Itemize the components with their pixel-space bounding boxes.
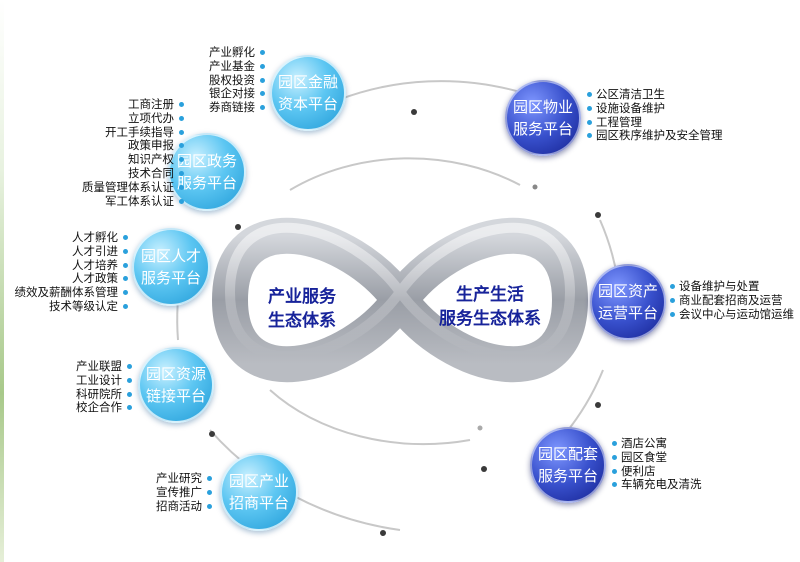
list-item: 设备维护与处置 (670, 279, 798, 294)
right-ecosystem-label-line1: 生产生活 (456, 285, 524, 305)
right-ecosystem-label-line2: 服务生态体系 (439, 309, 541, 329)
list-investment: 产业研究 宣传推广 招商活动 (120, 471, 212, 514)
list-item: 知识产权 (40, 152, 184, 167)
list-item: 园区食堂 (612, 450, 722, 465)
orbit-arc-inner-top (289, 157, 521, 191)
list-item: 会议中心与运动馆运维 (670, 307, 798, 322)
node-investment-title-line2: 招商平台 (228, 494, 289, 512)
infinity-symbol (212, 217, 588, 383)
node-resource-title-line2: 链接平台 (145, 387, 206, 405)
node-asset-platform: 园区资产 运营平台 (590, 264, 666, 340)
list-resource: 产业联盟 工业设计 科研院所 校企合作 (40, 359, 132, 415)
node-asset-title-line1: 园区资产 (597, 282, 658, 300)
list-item: 工商注册 (40, 97, 184, 112)
list-item: 开工手续指导 (40, 125, 184, 140)
node-supporting-title-line1: 园区配套 (537, 445, 598, 463)
node-investment-platform: 园区产业 招商平台 (220, 453, 298, 531)
list-property: 公区清洁卫生 设施设备维护 工程管理 园区秩序维护及安全管理 (587, 87, 737, 143)
list-item: 军工体系认证 (40, 194, 184, 209)
list-item: 人才引进 (2, 244, 128, 259)
list-item: 便利店 (612, 464, 722, 479)
list-item: 股权投资 (180, 73, 265, 88)
list-asset: 设备维护与处置 商业配套招商及运营 会议中心与运动馆运维 (670, 279, 798, 322)
node-investment-title-line1: 园区产业 (228, 472, 289, 490)
list-government: 工商注册 立项代办 开工手续指导 政策申报 知识产权 技术合同 质量管理体系认证… (40, 97, 184, 209)
node-property-title-line2: 服务平台 (512, 120, 573, 138)
list-item: 工程管理 (587, 115, 737, 130)
orbit-arc-inner-bottom (269, 389, 471, 446)
list-item: 公区清洁卫生 (587, 87, 737, 102)
node-supporting-title-line2: 服务平台 (537, 467, 598, 485)
list-item: 工业设计 (40, 373, 132, 388)
list-item: 科研院所 (40, 387, 132, 402)
list-item: 绩效及薪酬体系管理 (2, 285, 128, 300)
node-talent-platform: 园区人才 服务平台 (132, 228, 210, 306)
list-item: 产业孵化 (180, 45, 265, 60)
orbit-dots (209, 109, 601, 536)
left-ecosystem-label-line2: 生态体系 (268, 311, 336, 331)
list-supporting: 酒店公寓 园区食堂 便利店 车辆充电及清洗 (612, 436, 722, 492)
list-item: 产业基金 (180, 59, 265, 74)
list-item: 宣传推广 (120, 485, 212, 500)
list-item: 银企对接 (180, 87, 265, 101)
node-supporting-platform: 园区配套 服务平台 (530, 427, 606, 503)
node-finance-title-line1: 园区金融 (277, 73, 338, 91)
list-finance: 产业孵化 产业基金 股权投资 银企对接 券商链接 (180, 45, 265, 115)
left-ecosystem-label-line1: 产业服务 (268, 287, 336, 307)
node-property-title-line1: 园区物业 (512, 98, 573, 116)
left-ecosystem-label: 产业服务 生态体系 (252, 285, 352, 333)
node-government-title-line2: 服务平台 (176, 174, 237, 192)
list-item: 质量管理体系认证 (40, 180, 184, 195)
node-resource-platform: 园区资源 链接平台 (138, 347, 214, 423)
node-government-title-line1: 园区政务 (176, 152, 237, 170)
node-resource-title-line1: 园区资源 (145, 365, 206, 383)
list-item: 招商活动 (120, 499, 212, 514)
list-item: 人才孵化 (2, 230, 128, 245)
list-talent: 人才孵化 人才引进 人才培养 人才政策 绩效及薪酬体系管理 技术等级认定 (2, 230, 128, 314)
node-finance-platform: 园区金融 资本平台 (270, 55, 346, 131)
list-item: 人才政策 (2, 272, 128, 286)
list-item: 产业联盟 (40, 359, 132, 374)
list-item: 车辆充电及清洗 (612, 478, 722, 492)
list-item: 产业研究 (120, 471, 212, 486)
list-item: 政策申报 (40, 139, 184, 153)
list-item: 设施设备维护 (587, 101, 737, 116)
node-talent-title-line1: 园区人才 (140, 247, 201, 265)
list-item: 技术合同 (40, 166, 184, 181)
node-talent-title-line2: 服务平台 (140, 269, 201, 287)
list-item: 立项代办 (40, 111, 184, 126)
right-ecosystem-label: 生产生活 服务生态体系 (425, 283, 555, 331)
list-item: 人才培养 (2, 258, 128, 273)
list-item: 技术等级认定 (2, 299, 128, 314)
node-asset-title-line2: 运营平台 (597, 304, 658, 322)
list-item: 券商链接 (180, 100, 265, 115)
list-item: 校企合作 (40, 401, 132, 415)
list-item: 商业配套招商及运营 (670, 293, 798, 308)
list-item: 酒店公寓 (612, 436, 722, 451)
list-item: 园区秩序维护及安全管理 (587, 129, 737, 143)
orbit-arc-top (337, 80, 521, 101)
node-finance-title-line2: 资本平台 (277, 95, 338, 113)
node-property-platform: 园区物业 服务平台 (505, 80, 581, 156)
